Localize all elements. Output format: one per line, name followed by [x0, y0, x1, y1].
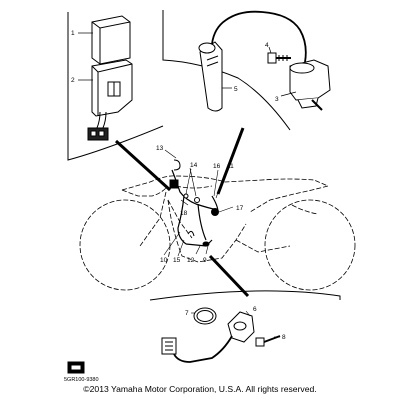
- label-part-7: 7: [185, 310, 189, 317]
- label-part-10: 10: [160, 257, 168, 264]
- label-part-11: 11: [227, 163, 234, 170]
- sensor-icon[interactable]: [173, 311, 255, 363]
- label-part-18: 18: [180, 210, 188, 217]
- label-part-2: 2: [71, 77, 75, 84]
- label-part-12: 12: [187, 257, 195, 264]
- coil-callout: [162, 10, 291, 131]
- label-part-5: 5: [234, 86, 238, 93]
- sensor-leaders: [191, 310, 280, 338]
- label-part-16: 16: [213, 163, 221, 170]
- cdi-connector-icon: [87, 111, 109, 141]
- cdi-leader-line: [114, 139, 172, 192]
- o-ring-icon[interactable]: [193, 307, 217, 325]
- label-part-9: 9: [203, 257, 207, 264]
- harness-components: [169, 159, 219, 247]
- copyright-text: ©2013 Yamaha Motor Corporation, U.S.A. A…: [83, 384, 317, 394]
- coil-leaders: [222, 46, 297, 97]
- label-part-15: 15: [173, 257, 181, 264]
- sensor-callout: [149, 290, 341, 301]
- bike-leaders: [163, 149, 234, 257]
- cdi-bracket-icon[interactable]: [91, 59, 133, 117]
- label-part-14: 14: [190, 162, 198, 169]
- label-part-4: 4: [265, 42, 269, 49]
- label-part-3: 3: [275, 96, 279, 103]
- sensor-connector-icon: [161, 337, 177, 355]
- cdi-unit-icon[interactable]: [91, 15, 131, 65]
- bolt-icon[interactable]: [267, 52, 291, 64]
- sensor-leader-line: [208, 254, 250, 298]
- label-part-8: 8: [282, 334, 286, 341]
- label-part-13: 13: [156, 145, 164, 152]
- wire-harness-icon[interactable]: [171, 169, 219, 247]
- coil-leader-line: [216, 127, 245, 195]
- label-part-17: 17: [236, 205, 244, 212]
- ignition-coil-icon[interactable]: [289, 59, 331, 111]
- sensor-bolt-icon[interactable]: [255, 335, 281, 347]
- motorcycle-stamp-icon: [67, 361, 85, 374]
- cdi-leaders: [78, 32, 93, 81]
- label-part-6: 6: [253, 306, 257, 313]
- label-part-1: 1: [71, 30, 75, 37]
- part-labels: 1 2 3 4 5 6 7 8 9 10 11 12 13 14 15 16 1…: [71, 30, 286, 341]
- cdi-callout: [67, 12, 164, 161]
- drawing-code: 5GR100-9380: [64, 377, 99, 383]
- spark-plug-cap-icon[interactable]: [198, 10, 307, 112]
